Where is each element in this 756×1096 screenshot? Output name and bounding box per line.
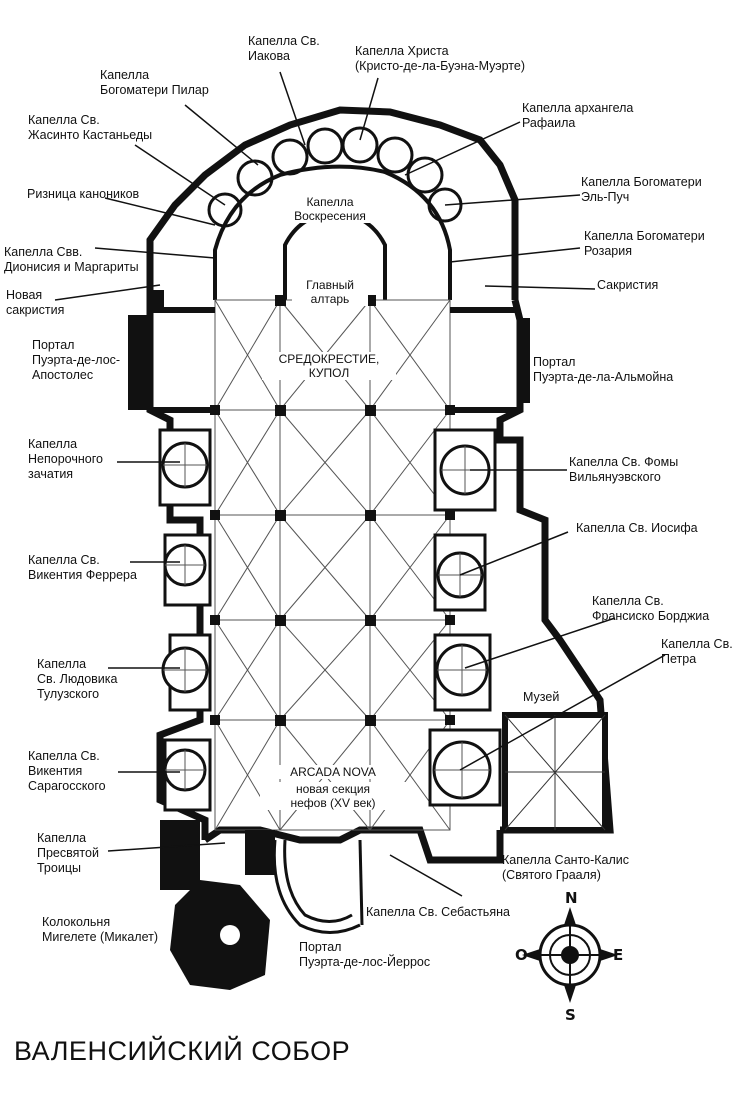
label-chapel-vincent-ferrer: Капелла Св. Викентия Феррера bbox=[28, 553, 137, 582]
piers bbox=[210, 295, 455, 726]
compass-south: S bbox=[565, 1006, 576, 1024]
label-chapel-borgia: Капелла Св. Франсиско Борджиа bbox=[592, 594, 710, 623]
west-portal bbox=[272, 839, 364, 934]
label-chapel-sebastian: Капелла Св. Себастьяна bbox=[366, 905, 510, 919]
label-chapel-st-james: Капелла Св. Иакова bbox=[248, 34, 320, 63]
label-chapel-jacinto: Капелла Св. Жасинто Кастаньеды bbox=[28, 113, 153, 142]
label-portal-yerros: Портал Пуэрта-де-лос-Йеррос bbox=[299, 940, 431, 969]
label-portal-apostoles: Портал Пуэрта-де-лос- Апостолес bbox=[32, 338, 121, 382]
wall-blocks bbox=[128, 290, 530, 890]
compass-east: E bbox=[613, 946, 624, 964]
side-chapels bbox=[158, 428, 502, 812]
label-chapel-louis: Капелла Св. Людовика Тулузского bbox=[37, 657, 118, 701]
label-chapel-immaculate: Капелла Непорочного зачатия bbox=[28, 437, 103, 481]
label-chapel-rafael: Капелла архангела Рафаила bbox=[522, 101, 634, 130]
santo-caliz-room bbox=[502, 712, 608, 833]
label-new-nave-section: новая секция нефов (XV век) bbox=[260, 782, 406, 810]
label-chapel-christ: Капелла Христа (Кристо-де-ла-Буэна-Муэрт… bbox=[355, 44, 525, 73]
transept bbox=[150, 307, 520, 413]
page-title: ВАЛЕНСИЙСКИЙ СОБОР bbox=[14, 1036, 351, 1066]
label-chapel-el-puig: Капелла Богоматери Эль-Пуч bbox=[581, 175, 702, 204]
leader-lines bbox=[54, 71, 666, 897]
label-chapel-resurrection: Капелла Воскресения bbox=[285, 195, 375, 223]
compass-west: O bbox=[515, 946, 528, 964]
chapel-vaults bbox=[163, 443, 490, 798]
label-chapel-dionysius: Капелла Свв. Дионисия и Маргариты bbox=[4, 245, 139, 274]
label-museum: Музей bbox=[523, 690, 560, 704]
label-chapel-thomas: Капелла Св. Фомы Вильянуэвского bbox=[569, 455, 679, 484]
label-crossing-dome: СРЕДОКРЕСТИЕ, КУПОЛ bbox=[262, 352, 396, 380]
label-bell-tower: Колокольня Мигелете (Микалет) bbox=[42, 915, 159, 944]
label-chapel-pilar: Капелла Богоматери Пилар bbox=[100, 68, 209, 97]
label-chapel-joseph: Капелла Св. Иосифа bbox=[576, 521, 698, 535]
label-new-sacristy: Новая сакристия bbox=[6, 288, 65, 317]
label-portal-almoina: Портал Пуэрта-де-ла-Альмойна bbox=[533, 355, 674, 384]
label-arcada-nova: ARCADA NOVA bbox=[270, 765, 396, 779]
label-chapel-holy-grail: Капелла Санто-Калис (Святого Грааля) bbox=[502, 853, 630, 882]
label-chapel-trinity: Капелла Пресвятой Троицы bbox=[37, 831, 99, 875]
label-chapel-peter: Капелла Св. Петра bbox=[661, 637, 733, 666]
label-sacristy: Сакристия bbox=[597, 278, 659, 292]
compass-north: N bbox=[565, 889, 578, 907]
compass-rose bbox=[522, 907, 618, 1003]
label-chapel-rosary: Капелла Богоматери Розария bbox=[584, 229, 705, 258]
label-main-altar: Главный алтарь bbox=[292, 278, 368, 306]
bell-tower bbox=[170, 880, 270, 990]
label-canons-vestry: Ризница каноников bbox=[27, 187, 140, 201]
label-chapel-vincent-saragossa: Капелла Св. Викентия Сарагосского bbox=[28, 749, 106, 793]
